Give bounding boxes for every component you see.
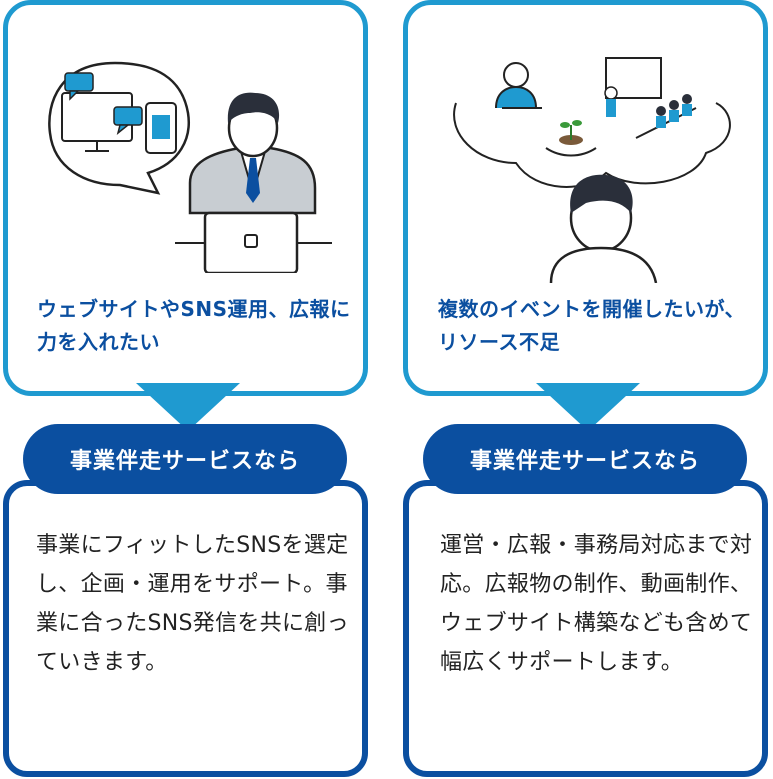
- thought-cloud-icon: [453, 102, 731, 188]
- solution-card-right: 運営・広報・事務局対応まで対応。広報物の制作、動画制作、ウェブサイト構築なども含…: [403, 480, 768, 777]
- solution-text-right: 運営・広報・事務局対応まで対応。広報物の制作、動画制作、ウェブサイト構築なども含…: [440, 533, 753, 675]
- down-arrow-icon: [136, 383, 240, 431]
- problem-text-left: ウェブサイトやSNS運用、広報に力を入れたい: [37, 297, 351, 354]
- solution-card-left: 事業にフィットしたSNSを選定し、企画・運用をサポート。事業に合ったSNS発信を…: [3, 480, 368, 777]
- service-badge-right: 事業伴走サービスなら: [423, 424, 747, 494]
- seedling-hand-icon: [545, 120, 597, 157]
- laptop-icon: [175, 211, 332, 273]
- problem-text-right: 複数のイベントを開催したいが、リソース不足: [438, 297, 746, 354]
- solution-text-left: 事業にフィットしたSNSを選定し、企画・運用をサポート。事業に合ったSNS発信を…: [36, 533, 349, 675]
- sns-worry-illustration: [48, 61, 332, 273]
- audience-icon: [604, 57, 697, 139]
- chat-icon: [64, 72, 143, 135]
- problem-card-left: ウェブサイトやSNS運用、広報に力を入れたい: [3, 0, 368, 396]
- event-worry-illustration: [453, 57, 731, 283]
- person-thinking-icon: [188, 92, 317, 215]
- problem-card-right: 複数のイベントを開催したいが、リソース不足: [403, 0, 768, 396]
- smartphone-icon: [145, 102, 177, 154]
- service-badge-left: 事業伴走サービスなら: [23, 424, 347, 494]
- presenter-icon: [495, 62, 542, 109]
- down-arrow-icon: [536, 383, 640, 431]
- person-thinking-icon: [549, 174, 658, 283]
